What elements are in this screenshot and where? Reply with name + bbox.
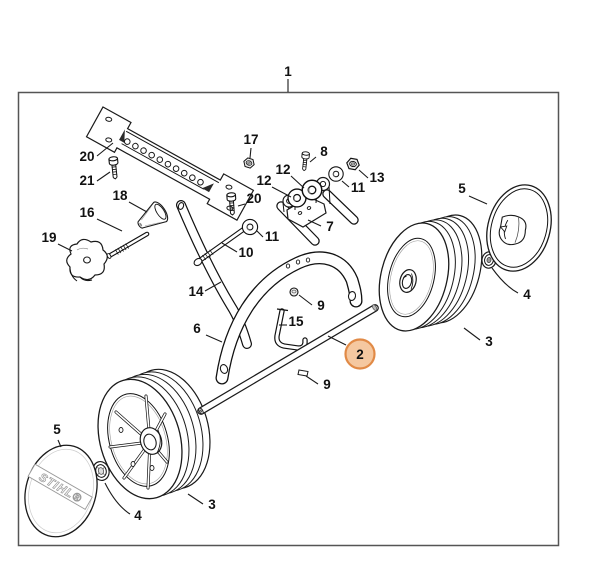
callout-9-upper-label[interactable]: 9 [317, 298, 325, 313]
part-mounting-rail [85, 106, 255, 221]
callout-20-left-label[interactable]: 20 [79, 149, 94, 164]
callout-12-upper-label[interactable]: 12 [275, 162, 290, 177]
highlight-circle[interactable] [344, 338, 376, 370]
callout-20-top-left[interactable]: 20 [79, 142, 114, 164]
part-pin-9 [297, 369, 309, 377]
hubcap-banner [27, 463, 93, 510]
callout-12-lower[interactable]: 12 [256, 173, 292, 198]
part-washer-11-left [241, 218, 259, 236]
callout-15[interactable]: 15 [279, 314, 304, 329]
callout-4-right[interactable]: 4 [491, 267, 531, 302]
callout-5-right[interactable]: 5 [458, 181, 488, 205]
callout-6[interactable]: 6 [193, 321, 223, 343]
callout-13-label[interactable]: 13 [369, 170, 385, 185]
callout-5-right-label[interactable]: 5 [458, 181, 466, 196]
callout-16[interactable]: 16 [79, 205, 123, 232]
callout-20-right[interactable]: 20 [237, 191, 262, 207]
callout-12-lower-label[interactable]: 12 [256, 173, 271, 188]
callout-21[interactable]: 21 [79, 171, 111, 188]
part-bolt-16 [106, 231, 150, 259]
callout-4-left[interactable]: 4 [104, 482, 142, 523]
callout-19[interactable]: 19 [41, 230, 73, 252]
callout-4-right-label[interactable]: 4 [523, 287, 531, 302]
callout-2-label[interactable]: 2 [356, 347, 364, 362]
callout-4-left-label[interactable]: 4 [134, 508, 142, 523]
callout-14-label[interactable]: 14 [188, 284, 204, 299]
part-knob-19 [66, 238, 108, 282]
callout-17-label[interactable]: 17 [243, 132, 258, 147]
part-hubcap-5-right [486, 184, 552, 272]
callout-10[interactable]: 10 [221, 242, 254, 260]
callout-1-label[interactable]: 1 [284, 64, 292, 79]
callout-11-right-label[interactable]: 11 [351, 180, 366, 195]
part-pin-15 [274, 308, 308, 351]
callout-6-label[interactable]: 6 [193, 321, 201, 336]
part-washer-11-right [328, 166, 344, 182]
callout-5-left[interactable]: 5 [53, 422, 62, 448]
part-rod-10 [193, 226, 247, 267]
rail-teeth [123, 138, 204, 186]
callout-13[interactable]: 13 [358, 169, 385, 185]
part-hubcap-5-left: STIHL® [24, 444, 98, 538]
part-axle-2 [197, 304, 379, 415]
callout-3-left[interactable]: 3 [187, 493, 216, 512]
part-washer-12-b [301, 179, 323, 201]
callout-15-label[interactable]: 15 [288, 314, 304, 329]
part-cone-18 [137, 201, 169, 229]
callout-1[interactable]: 1 [284, 64, 292, 92]
part-guard-6 [215, 251, 363, 385]
callout-14[interactable]: 14 [188, 281, 222, 299]
callout-7-label[interactable]: 7 [326, 219, 334, 234]
callout-20-right-label[interactable]: 20 [246, 191, 261, 206]
callout-9-lower[interactable]: 9 [305, 375, 331, 392]
part-wheel-3-left [97, 368, 211, 500]
callouts-layer: 1 20 21 17 8 12 12 13 [41, 64, 531, 523]
callout-8-label[interactable]: 8 [320, 144, 328, 159]
part-nut-9 [289, 287, 299, 297]
callout-16-label[interactable]: 16 [79, 205, 95, 220]
callout-11-left[interactable]: 11 [256, 229, 280, 244]
callout-9-upper[interactable]: 9 [298, 294, 325, 313]
callout-5-left-label[interactable]: 5 [53, 422, 61, 437]
callout-18[interactable]: 18 [112, 188, 148, 213]
callout-19-label[interactable]: 19 [41, 230, 56, 245]
part-wheel-3-right [378, 214, 483, 332]
callout-11-right[interactable]: 11 [341, 180, 366, 195]
callout-8[interactable]: 8 [309, 144, 328, 163]
callout-18-label[interactable]: 18 [112, 188, 128, 203]
callout-7[interactable]: 7 [307, 219, 334, 234]
callout-10-label[interactable]: 10 [238, 245, 253, 260]
callout-2-highlight[interactable]: 2 [327, 335, 376, 370]
callout-3-left-label[interactable]: 3 [208, 497, 216, 512]
callout-17[interactable]: 17 [243, 132, 259, 159]
callout-11-left-label[interactable]: 11 [265, 229, 280, 244]
callout-21-label[interactable]: 21 [79, 173, 95, 188]
callout-3-right[interactable]: 3 [463, 327, 493, 349]
callout-9-lower-label[interactable]: 9 [323, 377, 331, 392]
callout-3-right-label[interactable]: 3 [485, 334, 493, 349]
callout-12-upper[interactable]: 12 [275, 162, 305, 189]
